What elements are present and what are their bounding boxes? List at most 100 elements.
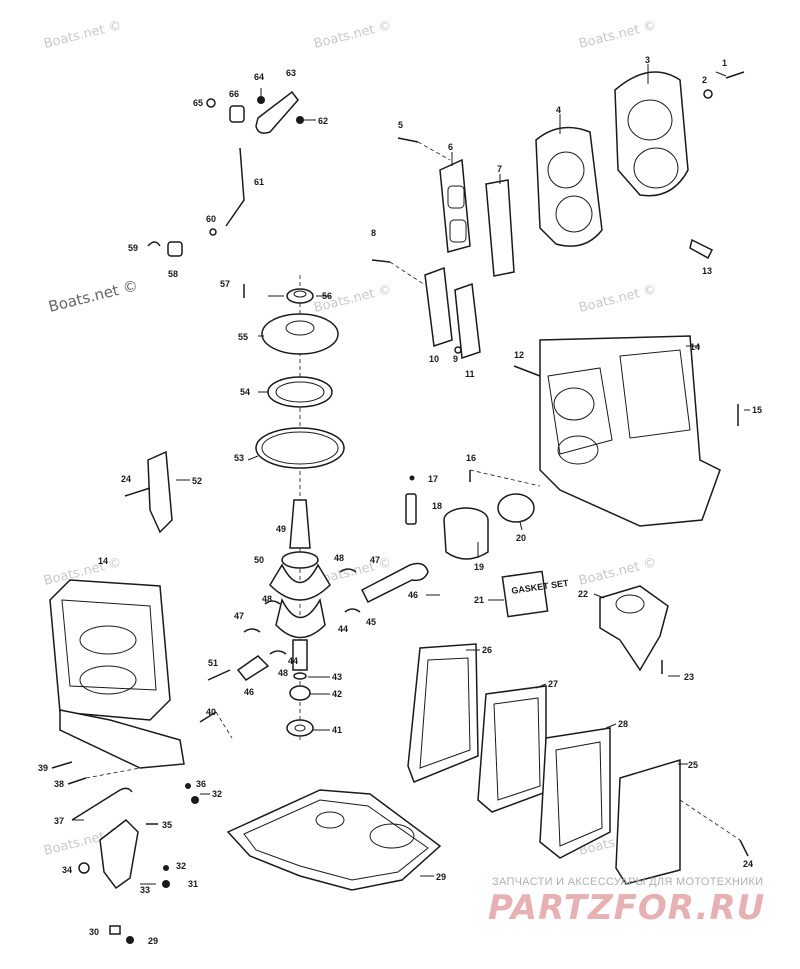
screw-part-8 [371,259,391,263]
watermark: Boats.net © [577,555,658,589]
rod-cap-part-46b [236,655,270,681]
watermark: Boats.net © [577,18,658,52]
callout-31: 31 [188,879,198,889]
bearing-part-47b [243,628,261,633]
callout-21: 21 [474,595,484,605]
watermark: Boats.net © [42,18,123,52]
callout-46: 46 [408,590,418,600]
callout-60: 60 [206,214,216,224]
callout-19: 19 [474,562,484,572]
callout-61: 61 [254,177,264,187]
crank-web [269,563,331,601]
connecting-rod-group [207,562,429,681]
callout-10: 10 [429,354,439,364]
crankcase-part-14b [49,579,171,721]
callout-25: 25 [688,760,698,770]
cover-part-22 [599,585,669,672]
gasket-part-28 [539,727,611,859]
screw-part-24b [739,839,749,857]
callout-2: 2 [702,75,707,85]
callout-47: 47 [370,555,380,565]
callout-28: 28 [618,719,628,729]
callout-6: 6 [448,142,453,152]
callout-32b: 32 [212,789,222,799]
part-32 [191,796,199,804]
callout-17: 17 [428,474,438,484]
bearing-part-45 [344,608,361,613]
crankshaft-stack [243,275,345,740]
callout-37: 37 [54,816,64,826]
callout-45: 45 [366,617,376,627]
gasket-part-53 [255,427,345,469]
callout-22: 22 [578,589,588,599]
part-36 [185,783,191,789]
screw-part-38 [67,777,87,785]
clip-part-60 [209,228,217,236]
callout-labels: 1 2 3 4 5 6 7 8 9 10 11 12 13 14 15 16 1… [38,55,762,946]
link-clip-part-65 [206,98,216,108]
leader-lines [72,64,750,885]
callout-59: 59 [128,243,138,253]
callout-63: 63 [286,68,296,78]
bearing-part-42 [289,685,311,701]
callout-50: 50 [254,555,264,565]
gasket-part-29 [226,789,442,891]
cam-lever-part-63 [255,90,299,134]
gasket-set-box-part-21 [501,570,549,618]
gasket-29-group [226,789,442,891]
bearing-part-48 [264,600,281,605]
callout-44b: 44 [338,624,348,634]
screw-part-12 [513,365,541,377]
watermark: Boats.net © [312,18,393,52]
callout-58: 58 [168,269,178,279]
bearing-part-47 [339,568,357,573]
part-9 [454,346,462,354]
callout-56: 56 [322,291,332,301]
callout-42: 42 [332,689,342,699]
cover-22-group [599,585,669,674]
callout-1: 1 [722,58,727,68]
screw-part-51 [207,669,231,681]
callout-14: 14 [690,342,700,352]
callout-53: 53 [234,453,244,463]
callout-54: 54 [240,387,250,397]
callout-14b: 14 [98,556,108,566]
callout-24-left: 24 [121,474,131,484]
sensor-part-13 [689,238,714,260]
crankcase-group [49,579,233,944]
part-17 [409,475,415,481]
retainer-part-55 [261,313,339,355]
callout-26: 26 [482,645,492,655]
callout-29: 29 [436,872,446,882]
bearing-part-50 [281,551,319,569]
gasket-part-4 [535,126,603,247]
part-29b [126,936,134,944]
callout-34: 34 [62,865,72,875]
callout-12: 12 [514,350,524,360]
callout-23: 23 [684,672,694,682]
gasket-part-26 [407,643,479,783]
part-34 [78,862,90,874]
throttle-linkage-group [147,88,316,257]
part-30 [109,925,121,935]
base-plate [59,709,185,769]
cylinder-block-part-14 [539,335,721,527]
washer-part-2 [703,89,713,99]
footer-caption: ЗАПЧАСТИ И АКСЕССУАРЫ ДЛЯ МОТОТЕХНИКИ [492,876,764,888]
callout-39: 39 [38,763,48,773]
screw-part-5 [397,137,419,143]
callout-49: 49 [276,524,286,534]
link-rod-part-61 [225,147,245,227]
bracket-part-33 [99,819,139,890]
gasket-part-7 [485,179,515,277]
callout-30: 30 [89,927,99,937]
cylinder-block-group: GASKET SET [405,335,739,618]
footer-logo: PARTZFOR.RU [488,888,766,928]
callout-66: 66 [229,89,239,99]
callout-13: 13 [702,266,712,276]
callout-47b: 47 [234,611,244,621]
watermark: Boats.net © [577,282,658,316]
screw-part-1 [725,71,745,79]
part-32b [163,865,169,871]
callout-65: 65 [193,98,203,108]
